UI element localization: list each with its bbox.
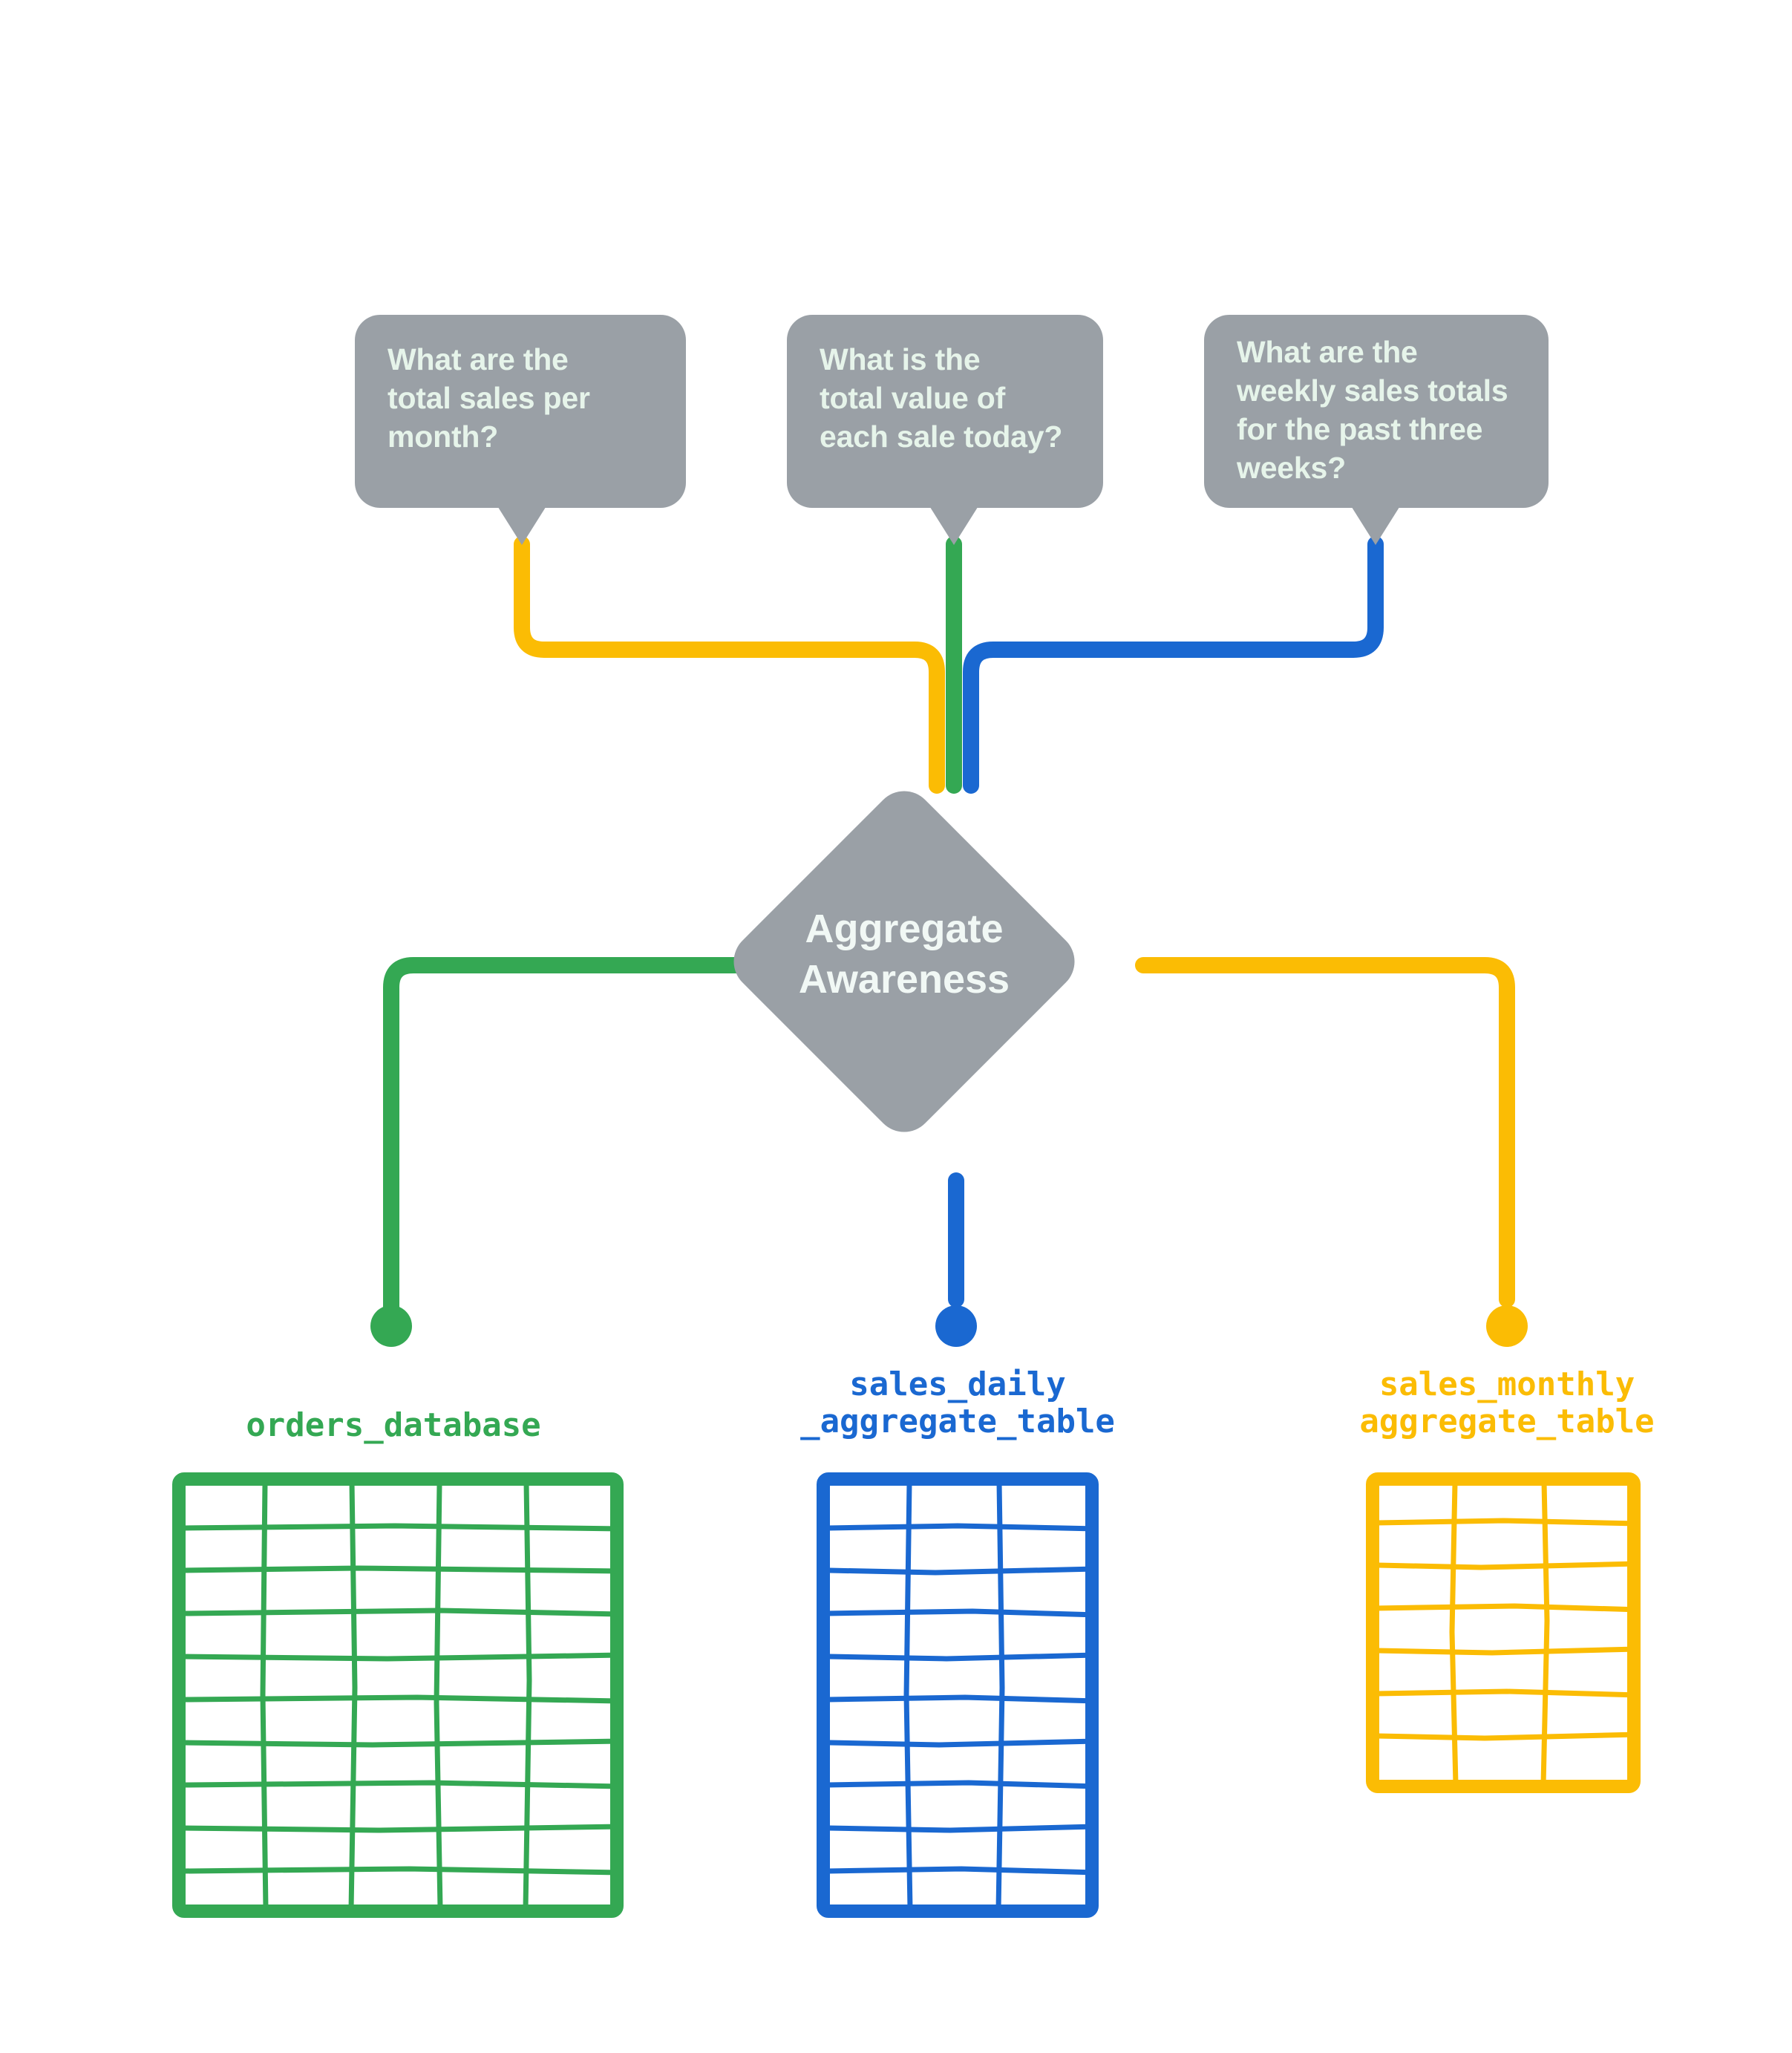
wire-to-sales-monthly-table [1135, 957, 1515, 1308]
wire-to-orders-database [383, 957, 791, 1316]
table-caption-sales-daily-table: sales_daily _aggregate_table [800, 1365, 1115, 1441]
question-bubble-weekly[interactable]: What are the weekly sales totals for the… [1204, 315, 1549, 508]
question-bubble-weekly-text: What are the weekly sales totals for the… [1237, 335, 1508, 486]
question-bubble-daily-tail [929, 505, 979, 545]
table-grid-sales-monthly-table[interactable] [1366, 1472, 1641, 1793]
question-bubble-monthly[interactable]: What are the total sales per month? [355, 315, 686, 508]
question-bubble-daily[interactable]: What is the total value of each sale tod… [787, 315, 1103, 508]
center-node-aggregate-awareness[interactable]: Aggregate Awareness [721, 765, 1088, 1158]
table-caption-sales-monthly-table: sales_monthly aggregate_table [1359, 1365, 1655, 1441]
wire-monthly-question [514, 536, 945, 794]
table-grid-sales-monthly-table-svg [1366, 1472, 1641, 1793]
question-bubble-monthly-text: What are the total sales per month? [387, 342, 590, 454]
question-bubble-daily-text: What is the total value of each sale tod… [820, 342, 1063, 454]
table-grid-sales-daily-table[interactable] [817, 1472, 1099, 1918]
table-grid-orders-database[interactable] [172, 1472, 624, 1918]
endpoint-dot-sales-monthly-table [1486, 1305, 1528, 1347]
question-bubble-weekly-tail [1350, 505, 1401, 545]
wire-weekly-question [963, 536, 1384, 794]
table-grid-orders-database-svg [172, 1472, 624, 1918]
endpoint-dot-sales-daily-table [935, 1305, 977, 1347]
table-grid-sales-daily-table-svg [817, 1472, 1099, 1918]
center-node-label: Aggregate Awareness [798, 907, 1010, 1002]
table-caption-orders-database: orders_database [246, 1406, 541, 1444]
question-bubble-monthly-tail [497, 505, 547, 545]
endpoint-dot-orders-database [370, 1305, 412, 1347]
